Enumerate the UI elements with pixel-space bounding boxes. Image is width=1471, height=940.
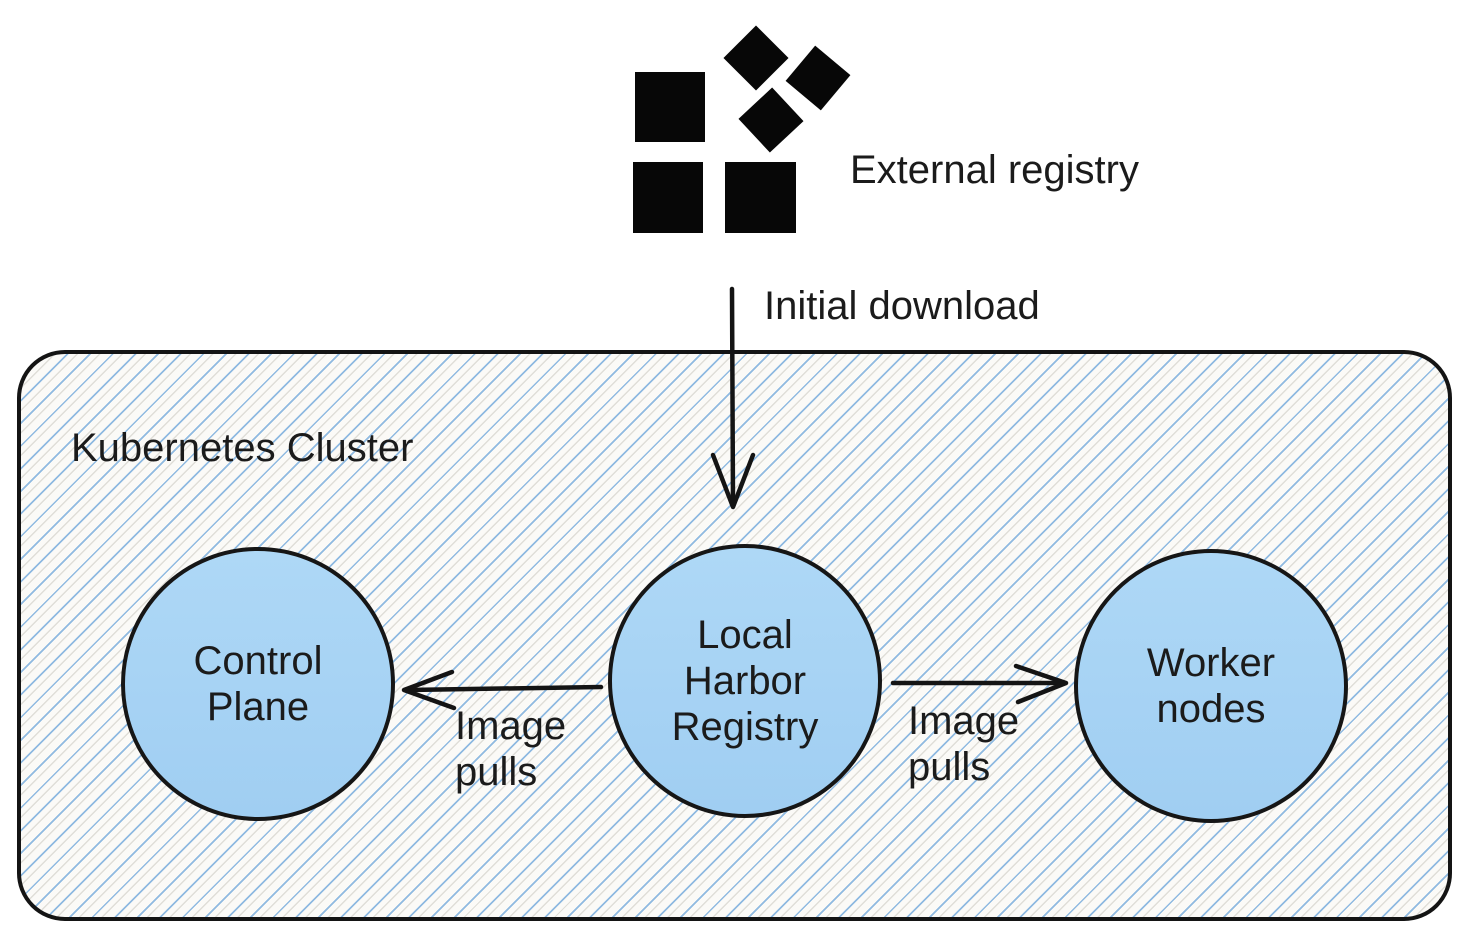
control-plane-node: Control Plane xyxy=(121,547,395,821)
external-registry-icon xyxy=(628,25,851,240)
external-registry-label: External registry xyxy=(850,148,1139,192)
registry-diamond-icon xyxy=(738,87,804,153)
local-harbor-registry-node: Local Harbor Registry xyxy=(608,544,882,818)
registry-square-icon xyxy=(725,162,796,233)
initial-download-label: Initial download xyxy=(764,284,1040,328)
image-pulls-left-label: Image pulls xyxy=(455,704,567,794)
kubernetes-cluster-box: Kubernetes Cluster Control Plane Local H… xyxy=(17,350,1452,921)
kubernetes-cluster-label: Kubernetes Cluster xyxy=(71,426,414,470)
worker-nodes-node: Worker nodes xyxy=(1074,549,1348,823)
registry-square-icon xyxy=(635,72,705,142)
image-pulls-right-label: Image pulls xyxy=(908,699,1020,789)
registry-diamond-icon xyxy=(785,45,851,111)
registry-square-icon xyxy=(633,162,703,233)
registry-diamond-icon xyxy=(723,25,789,91)
